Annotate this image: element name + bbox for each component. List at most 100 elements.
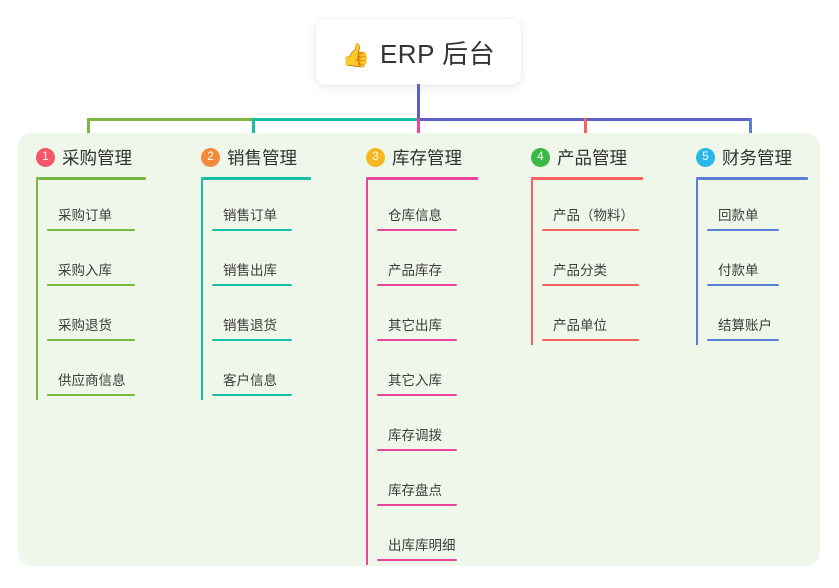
leaf-item[interactable]: 产品库存 xyxy=(366,235,478,290)
leaf-item[interactable]: 库存调拨 xyxy=(366,400,478,455)
leaf-underline xyxy=(542,229,639,231)
column-5: 5 财务管理回款单付款单结算账户 xyxy=(696,144,808,345)
column-title-1: 采购管理 xyxy=(62,147,132,168)
leaf-underline xyxy=(47,284,135,286)
leaf-item[interactable]: 其它出库 xyxy=(366,290,478,345)
column-badge-5: 5 xyxy=(696,147,715,167)
leaf-list-1: 采购订单采购入库采购退货供应商信息 xyxy=(36,180,146,400)
leaf-item-label: 产品（物料） xyxy=(553,208,634,223)
bus-segment-teal xyxy=(252,118,419,121)
root-stem-line xyxy=(417,84,420,121)
leaf-item-label: 产品单位 xyxy=(553,318,607,333)
column-header-4[interactable]: 4 产品管理 xyxy=(531,144,643,170)
leaf-underline xyxy=(47,339,135,341)
leaf-item[interactable]: 销售出库 xyxy=(201,235,311,290)
leaf-item[interactable]: 销售订单 xyxy=(201,180,311,235)
leaf-item[interactable]: 库存盘点 xyxy=(366,455,478,510)
column-rule-4 xyxy=(531,177,643,180)
column-header-1[interactable]: 1 采购管理 xyxy=(36,144,146,170)
column-badge-2: 2 xyxy=(201,147,220,167)
leaf-item[interactable]: 产品（物料） xyxy=(531,180,643,235)
leaf-list-4: 产品（物料） 产品分类产品单位 xyxy=(531,180,643,345)
column-title-2: 销售管理 xyxy=(227,147,297,168)
leaf-item[interactable]: 仓库信息 xyxy=(366,180,478,235)
column-3: 3 库存管理仓库信息产品库存其它出库其它入库库存调拨库存盘点出库库明细 xyxy=(366,144,478,565)
leaf-underline xyxy=(377,504,457,506)
column-badge-3: 3 xyxy=(366,147,385,167)
column-title-3: 库存管理 xyxy=(392,147,462,168)
column-title-4: 产品管理 xyxy=(557,147,627,168)
leaf-item-label: 库存调拨 xyxy=(388,428,442,443)
leaf-item[interactable]: 采购入库 xyxy=(36,235,146,290)
leaf-item-label: 供应商信息 xyxy=(58,373,126,388)
leaf-item[interactable]: 产品单位 xyxy=(531,290,643,345)
leaf-item[interactable]: 出库库明细 xyxy=(366,510,478,565)
leaf-item-label: 其它入库 xyxy=(388,373,442,388)
leaf-list-3: 仓库信息产品库存其它出库其它入库库存调拨库存盘点出库库明细 xyxy=(366,180,478,565)
column-4: 4 产品管理产品（物料） 产品分类产品单位 xyxy=(531,144,643,345)
leaf-underline xyxy=(542,339,639,341)
leaf-underline xyxy=(707,229,779,231)
leaf-item-label: 采购退货 xyxy=(58,318,112,333)
leaf-underline xyxy=(377,559,457,561)
leaf-list-5: 回款单付款单结算账户 xyxy=(696,180,808,345)
leaf-item[interactable]: 客户信息 xyxy=(201,345,311,400)
column-rule-5 xyxy=(696,177,808,180)
leaf-item-label: 采购订单 xyxy=(58,208,112,223)
leaf-item-label: 结算账户 xyxy=(718,318,772,333)
leaf-item[interactable]: 结算账户 xyxy=(696,290,808,345)
column-drop-line-3 xyxy=(417,118,420,145)
column-drop-line-2 xyxy=(252,118,255,145)
leaf-spine-2 xyxy=(201,180,203,400)
leaf-item-label: 其它出库 xyxy=(388,318,442,333)
leaf-underline xyxy=(212,229,292,231)
column-rule-2 xyxy=(201,177,311,180)
leaf-spine-1 xyxy=(36,180,38,400)
column-title-5: 财务管理 xyxy=(722,147,792,168)
leaf-underline xyxy=(212,394,292,396)
root-node[interactable]: 👍ERP 后台 xyxy=(316,19,521,85)
column-badge-4: 4 xyxy=(531,147,550,167)
root-node-text: ERP 后台 xyxy=(379,38,496,69)
column-rule-1 xyxy=(36,177,146,180)
leaf-item[interactable]: 其它入库 xyxy=(366,345,478,400)
leaf-item[interactable]: 产品分类 xyxy=(531,235,643,290)
leaf-item[interactable]: 采购退货 xyxy=(36,290,146,345)
leaf-underline xyxy=(707,284,779,286)
leaf-item[interactable]: 供应商信息 xyxy=(36,345,146,400)
leaf-underline xyxy=(212,339,292,341)
column-drop-line-1 xyxy=(87,118,90,145)
column-drop-line-4 xyxy=(584,118,587,145)
leaf-item[interactable]: 付款单 xyxy=(696,235,808,290)
leaf-underline xyxy=(47,229,135,231)
leaf-underline xyxy=(377,229,457,231)
leaf-item-label: 客户信息 xyxy=(223,373,277,388)
column-header-5[interactable]: 5 财务管理 xyxy=(696,144,808,170)
leaf-item-label: 产品分类 xyxy=(553,263,607,278)
column-1: 1 采购管理采购订单采购入库采购退货供应商信息 xyxy=(36,144,146,400)
leaf-item-label: 出库库明细 xyxy=(388,538,456,553)
diagram-panel xyxy=(18,133,820,566)
leaf-item-label: 销售出库 xyxy=(223,263,277,278)
leaf-spine-5 xyxy=(696,180,698,345)
column-rule-3 xyxy=(366,177,478,180)
leaf-underline xyxy=(212,284,292,286)
leaf-underline xyxy=(707,339,779,341)
root-node-label: 👍ERP 后台 xyxy=(342,34,495,71)
leaf-item[interactable]: 采购订单 xyxy=(36,180,146,235)
leaf-item[interactable]: 回款单 xyxy=(696,180,808,235)
column-2: 2 销售管理销售订单销售出库销售退货客户信息 xyxy=(201,144,311,400)
leaf-underline xyxy=(377,284,457,286)
leaf-list-2: 销售订单销售出库销售退货客户信息 xyxy=(201,180,311,400)
leaf-item-label: 仓库信息 xyxy=(388,208,442,223)
column-drop-line-5 xyxy=(749,118,752,145)
leaf-item-label: 销售订单 xyxy=(223,208,277,223)
column-header-2[interactable]: 2 销售管理 xyxy=(201,144,311,170)
leaf-item-label: 采购入库 xyxy=(58,263,112,278)
column-badge-1: 1 xyxy=(36,147,55,167)
leaf-underline xyxy=(47,394,135,396)
leaf-item[interactable]: 销售退货 xyxy=(201,290,311,345)
column-header-3[interactable]: 3 库存管理 xyxy=(366,144,478,170)
leaf-underline xyxy=(542,284,639,286)
leaf-item-label: 付款单 xyxy=(718,263,759,278)
